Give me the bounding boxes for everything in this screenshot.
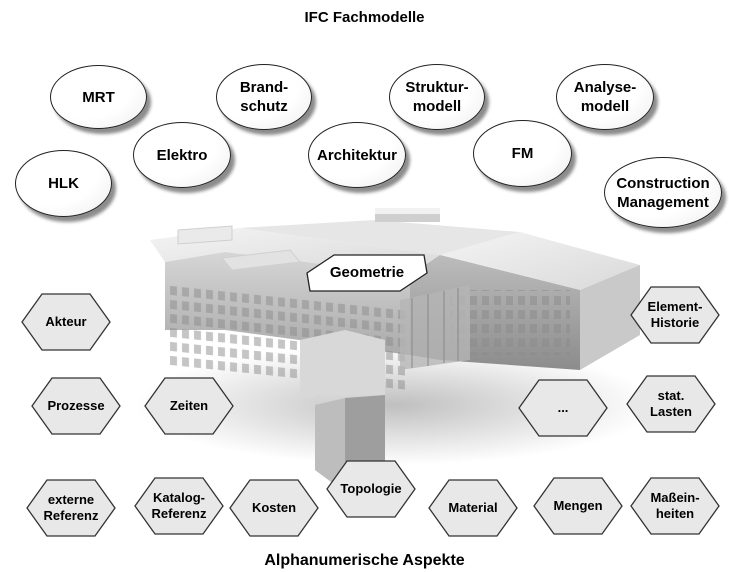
ellipse-elektro: Elektro — [133, 122, 231, 188]
ellipse-mrt: MRT — [50, 65, 147, 129]
hex-mengen-label: Mengen — [553, 498, 603, 513]
ellipse-brandschutz: Brand- schutz — [216, 64, 312, 130]
hex-element-historie-label: Element- Historie — [647, 299, 703, 330]
hex-stat-lasten-label: stat. Lasten — [650, 388, 692, 419]
hex-topologie-label: Topologie — [340, 481, 402, 496]
hex-prozesse: Prozesse — [28, 374, 124, 438]
hex-zeiten: Zeiten — [141, 374, 237, 438]
geometry-diamond — [306, 254, 428, 292]
ellipse-construction-management: Construction Management — [604, 157, 722, 228]
hex-prozesse-label: Prozesse — [47, 398, 105, 413]
geometry-shape: Geometrie — [304, 252, 430, 294]
hex-akteur-label: Akteur — [45, 314, 87, 329]
hex-material-label: Material — [448, 500, 498, 515]
ellipse-architektur: Architektur — [308, 122, 406, 188]
hex-topologie: Topologie — [323, 457, 419, 521]
diagram-title: IFC Fachmodelle — [304, 9, 425, 26]
hex-mengen: Mengen — [530, 474, 626, 538]
hex-ellipsis: ... — [515, 376, 611, 440]
ellipse-hlk: HLK — [15, 150, 112, 217]
hex-kosten-label: Kosten — [251, 500, 297, 515]
hex-stat-lasten: stat. Lasten — [623, 372, 719, 436]
hex-material: Material — [425, 476, 521, 540]
ellipse-analysemodell: Analyse- modell — [556, 64, 654, 130]
hex-katalog-referenz-label: Katalog- Referenz — [151, 490, 207, 521]
hex-ellipsis-label: ... — [557, 400, 569, 415]
hex-kosten: Kosten — [226, 476, 322, 540]
hex-katalog-referenz: Katalog- Referenz — [131, 474, 227, 538]
geometry-label: Geometrie — [329, 264, 405, 281]
hex-externe-referenz: externe Referenz — [23, 476, 119, 540]
hex-akteur: Akteur — [18, 290, 114, 354]
footer-title: Alphanumerische Aspekte — [264, 552, 465, 569]
hex-externe-referenz-label: externe Referenz — [43, 492, 99, 523]
hex-zeiten-label: Zeiten — [169, 398, 209, 413]
ellipse-fm: FM — [473, 120, 572, 187]
hex-masseinheiten-label: Maßein- heiten — [650, 490, 700, 521]
hex-masseinheiten: Maßein- heiten — [627, 474, 723, 538]
ellipse-strukturmodell: Struktur- modell — [389, 64, 485, 130]
hex-element-historie: Element- Historie — [627, 283, 723, 347]
